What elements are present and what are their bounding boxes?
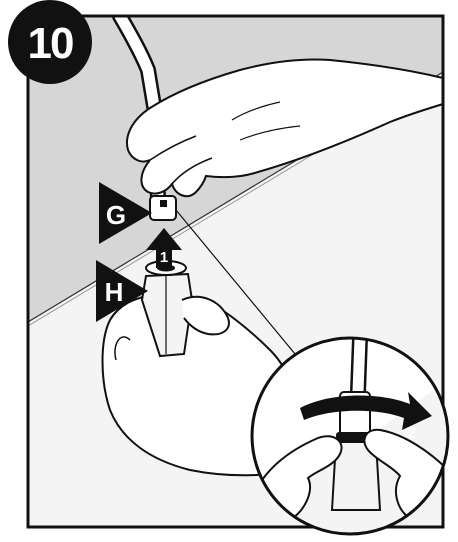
- quick-connector-g: [150, 196, 176, 220]
- callout-g-label: G: [106, 200, 126, 230]
- callout-h-label: H: [105, 277, 124, 307]
- arrow-2-label: 2: [408, 425, 417, 442]
- arrow-1-label: 1: [160, 249, 168, 266]
- step-number: 10: [28, 19, 73, 68]
- step-badge: 10: [8, 0, 92, 84]
